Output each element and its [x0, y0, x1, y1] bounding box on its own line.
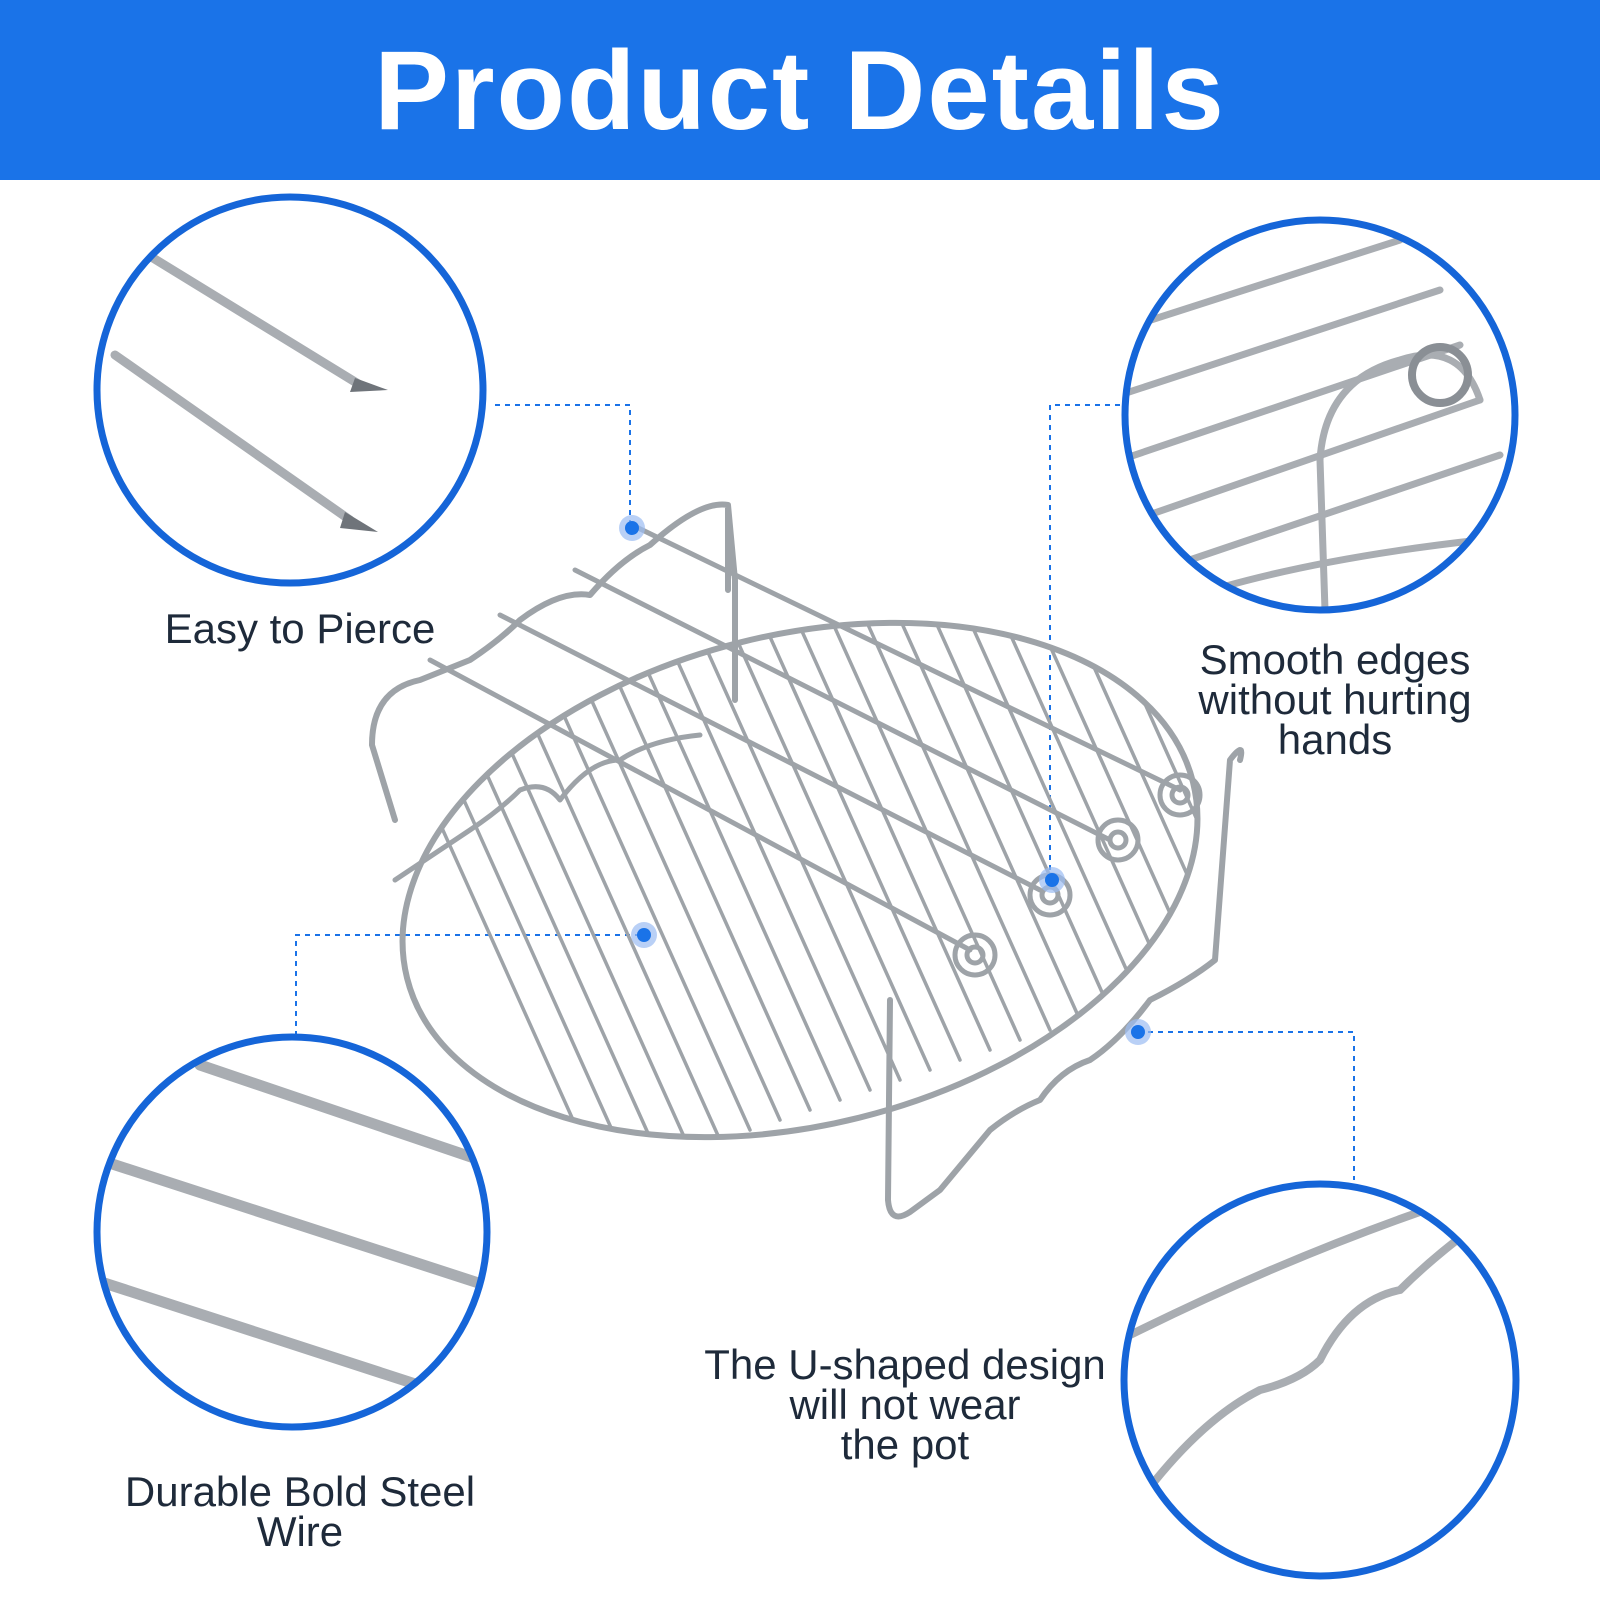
caption-u-shaped-line-1: The U-shaped design — [704, 1341, 1106, 1388]
caption-durable-wire-line-1: Durable Bold Steel — [124, 1468, 476, 1515]
caption-u-shaped: The U-shaped design will not wear the po… — [690, 1341, 1120, 1468]
caption-smooth-edges: Smooth edges without hurting hands — [1165, 636, 1505, 763]
rack-rim — [399, 619, 1201, 1141]
zoom-circle-pierce — [97, 197, 483, 583]
zoom-circle-wire — [97, 1037, 487, 1427]
connector-edges — [1049, 404, 1120, 880]
caption-smooth-edges-line-1: Smooth edges — [1199, 636, 1471, 683]
rack-skewer-rings — [952, 772, 1203, 978]
caption-easy-to-pierce: Easy to Pierce — [164, 605, 436, 652]
rack-left-support — [369, 501, 738, 823]
caption-durable-wire-line-2: Wire — [256, 1508, 344, 1555]
caption-smooth-edges-line-2: without hurting — [1198, 676, 1472, 723]
zoom-ring-edges — [1121, 216, 1519, 614]
rack-skewers — [427, 522, 1183, 953]
page-title: Product Details — [374, 27, 1226, 153]
connector-wire — [295, 934, 640, 1055]
connector-ushape — [1138, 1031, 1355, 1180]
zoom-ring-pierce — [93, 193, 487, 587]
header-banner: Product Details — [0, 0, 1600, 180]
caption-durable-wire: Durable Bold Steel Wire — [110, 1468, 490, 1555]
zoom-ring-ushape — [1120, 1180, 1520, 1580]
zoom-ring-wire — [93, 1033, 491, 1431]
callout-dots — [619, 515, 1151, 1045]
rack-illustration — [369, 501, 1253, 1220]
rack-right-support — [885, 747, 1245, 1220]
caption-smooth-edges-line-3: hands — [1277, 716, 1393, 763]
connector-pierce — [495, 404, 631, 528]
caption-u-shaped-line-2: will not wear — [789, 1381, 1021, 1428]
caption-u-shaped-line-3: the pot — [840, 1421, 970, 1468]
